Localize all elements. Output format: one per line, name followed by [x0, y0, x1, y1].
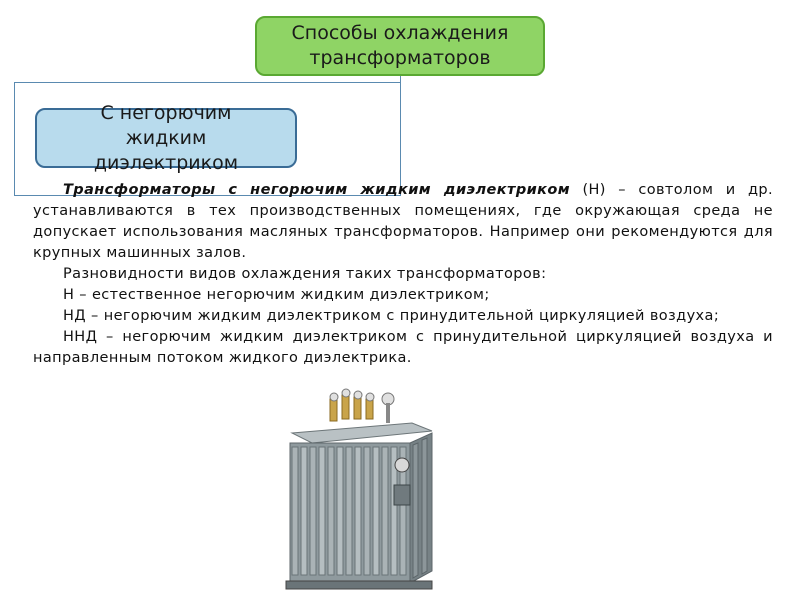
paragraph-intro-rest: (Н) – совтолом и др. устанавливаются в т…	[33, 182, 773, 261]
connector-line-top	[14, 82, 400, 83]
header-box-title: Способы охлаждения трансформаторов	[291, 22, 509, 69]
connector-line-bottom	[14, 195, 400, 196]
paragraph-type-n: Н – естественное негорючим жидким диэлек…	[63, 287, 490, 303]
connector-line-right	[400, 76, 401, 196]
paragraph-intro: Трансформаторы с негорючим жидким диэлек…	[33, 180, 773, 264]
paragraph-type-nd: НД – негорючим жидким диэлектриком с при…	[63, 308, 720, 324]
paragraph-varieties: Разновидности видов охлаждения таких тра…	[63, 266, 547, 282]
body-text: Трансформаторы с негорючим жидким диэлек…	[33, 180, 773, 369]
header-box: Способы охлаждения трансформаторов	[255, 16, 545, 76]
category-box: С негорючим жидким диэлектриком	[35, 102, 297, 174]
connector-line-left	[14, 82, 15, 195]
paragraph-intro-lead: Трансформаторы с негорючим жидким диэлек…	[63, 182, 571, 198]
paragraph-type-nnd: ННД – негорючим жидким диэлектриком с пр…	[33, 329, 773, 366]
transformer-icon	[285, 388, 433, 590]
category-box-label: С негорючим жидким диэлектриком	[93, 102, 239, 174]
